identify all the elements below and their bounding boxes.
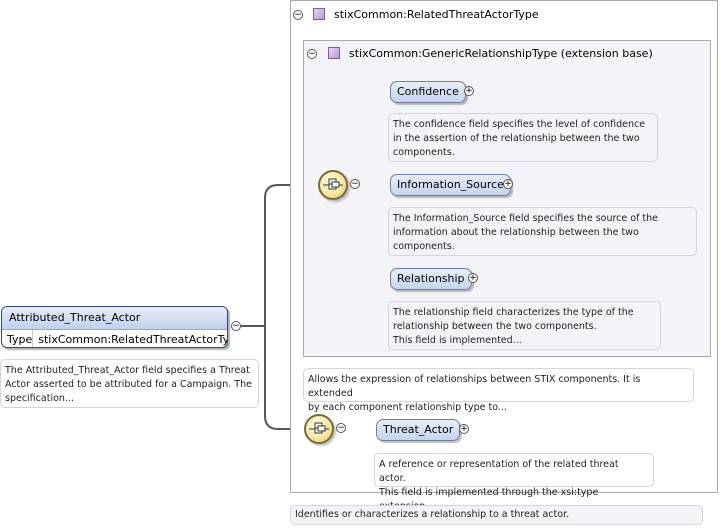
doc-line: specification...	[5, 393, 74, 404]
root-element-name: Attributed_Threat_Actor	[2, 307, 227, 330]
element-threat-actor[interactable]: Threat_Actor	[376, 419, 461, 441]
sequence-icon[interactable]	[304, 414, 334, 444]
plus-icon: +	[469, 273, 477, 283]
root-type-row: Type stixCommon:RelatedThreatActorType	[2, 330, 228, 347]
collapse-inner-button[interactable]: −	[307, 49, 317, 59]
sequence-glyph	[323, 178, 343, 190]
outer-type-name: stixCommon:RelatedThreatActorType	[334, 8, 539, 21]
root-element-attributed-threat-actor[interactable]: Attributed_Threat_Actor Type stixCommon:…	[1, 306, 228, 348]
minus-icon: −	[308, 49, 316, 59]
expand-relationship-button[interactable]: +	[468, 273, 478, 283]
plus-icon: +	[460, 424, 468, 434]
element-relationship[interactable]: Relationship	[390, 268, 472, 290]
plus-icon: +	[504, 179, 512, 189]
doc-line: The Information_Source field specifies t…	[393, 213, 659, 224]
doc-line: by each component relationship type to..…	[308, 402, 507, 413]
complex-type-icon	[313, 8, 325, 20]
minus-icon: −	[337, 423, 345, 433]
doc-line: Allows the expression of relationships b…	[308, 374, 641, 399]
collapse-root-button[interactable]: −	[231, 321, 241, 331]
connector-root-to-sequence	[241, 184, 319, 327]
doc-line: Actor asserted to be attributed for a Ca…	[5, 379, 252, 390]
doc-line: The relationship field characterizes the…	[393, 307, 634, 318]
doc-line: The confidence field specifies the level…	[393, 119, 646, 130]
collapse-sequence2-button[interactable]: −	[336, 423, 346, 433]
doc-line: The Attributed_Threat_Actor field specif…	[5, 365, 250, 376]
outer-box-doc: Identifies or characterizes a relationsh…	[290, 505, 703, 525]
complex-type-icon	[328, 47, 340, 59]
expand-confidence-button[interactable]: +	[464, 86, 474, 96]
expand-information-source-button[interactable]: +	[503, 179, 513, 189]
threat-actor-doc: A reference or representation of the rel…	[374, 453, 654, 512]
doc-line: This field is implemented...	[393, 335, 522, 346]
element-confidence[interactable]: Confidence	[390, 81, 466, 103]
doc-line: components.	[393, 241, 455, 252]
connector-root-to-sequence2	[264, 326, 305, 430]
doc-line: Identifies or characterizes a relationsh…	[295, 509, 570, 520]
inner-type-name: stixCommon:GenericRelationshipType (exte…	[349, 47, 653, 60]
doc-line: components.	[393, 147, 455, 158]
confidence-doc: The confidence field specifies the level…	[388, 113, 658, 162]
sequence-glyph	[309, 422, 329, 434]
element-information-source[interactable]: Information_Source	[390, 174, 511, 196]
doc-line: relationship between the two components.	[393, 321, 597, 332]
doc-line: information about the relationship betwe…	[393, 227, 639, 238]
sequence-icon[interactable]	[318, 170, 348, 200]
plus-icon: +	[465, 86, 473, 96]
relationship-doc: The relationship field characterizes the…	[388, 301, 661, 350]
information-source-doc: The Information_Source field specifies t…	[388, 207, 697, 256]
minus-icon: −	[351, 179, 359, 189]
collapse-sequence-button[interactable]: −	[350, 179, 360, 189]
root-type-value: stixCommon:RelatedThreatActorType	[38, 333, 228, 346]
minus-icon: −	[232, 321, 240, 331]
root-type-label: Type	[2, 330, 34, 347]
inner-box-doc: Allows the expression of relationships b…	[303, 368, 694, 413]
expand-threat-actor-button[interactable]: +	[459, 424, 469, 434]
doc-line: in the assertion of the relationship bet…	[393, 133, 640, 144]
collapse-outer-button[interactable]: −	[293, 10, 303, 20]
minus-icon: −	[294, 10, 302, 20]
root-doc: The Attributed_Threat_Actor field specif…	[0, 359, 259, 408]
doc-line: A reference or representation of the rel…	[379, 459, 619, 484]
